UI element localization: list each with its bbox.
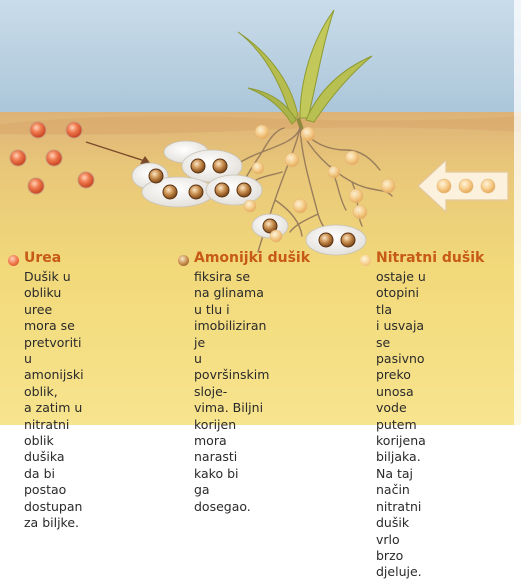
nitrate-dot-icon <box>360 255 371 266</box>
legend-text: Dušik u obliku uree mora se pretvoriti u… <box>24 269 84 531</box>
ammonium-dot-icon <box>178 255 189 266</box>
legend-title: Urea <box>24 250 62 266</box>
urea-granules <box>9 121 95 195</box>
conversion-arrow <box>85 141 150 164</box>
soil-scene <box>0 0 521 425</box>
plant <box>237 9 373 131</box>
nitrate-granules <box>243 124 396 243</box>
legend-title: Amonijki dušik <box>194 250 311 266</box>
water-inflow-arrow <box>417 158 509 214</box>
legend-text: fiksira se na glinama u tlu i imobilizir… <box>194 269 270 514</box>
ammonium-granules <box>148 158 356 248</box>
legend-title: Nitratni dušik <box>376 250 485 266</box>
clay-particles <box>131 140 367 256</box>
sky <box>0 0 521 122</box>
leaf <box>305 55 373 123</box>
stem <box>296 117 304 131</box>
leaf <box>237 31 299 121</box>
leaf <box>247 87 297 125</box>
leaf <box>299 9 335 119</box>
urea-dot-icon <box>8 255 19 266</box>
